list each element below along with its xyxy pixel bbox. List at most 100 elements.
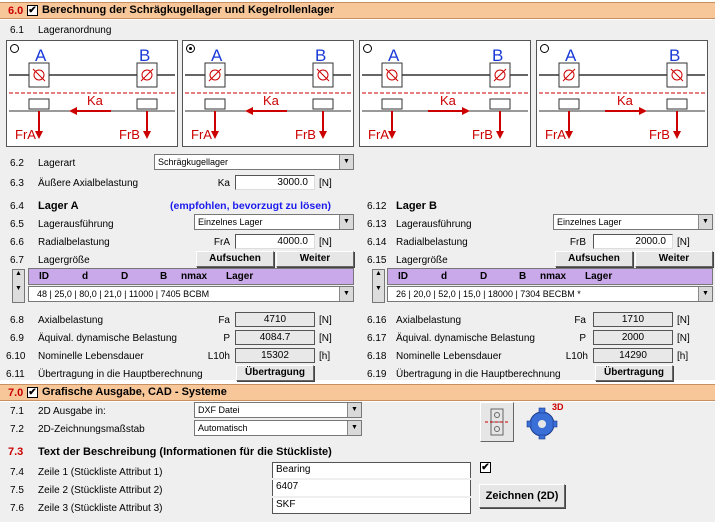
output-format-select[interactable]: DXF Datei▼	[194, 402, 362, 418]
search-button[interactable]: Aufsuchen	[555, 251, 633, 267]
col-B: B	[519, 271, 527, 282]
chevron-down-icon[interactable]: ▼	[339, 215, 353, 229]
col-id: ID	[39, 271, 49, 282]
axial-force-label: Ka	[263, 93, 280, 108]
symbol: P	[223, 333, 230, 344]
bearing-ball-icon	[141, 69, 153, 81]
bearing-b-design-select[interactable]: Einzelnes Lager▼	[553, 214, 713, 230]
row-label: Axialbelastung	[38, 315, 104, 326]
bearing-a-label: A	[35, 46, 47, 65]
axial-load-input[interactable]: 3000.0	[235, 175, 315, 190]
symbol: L10h	[565, 351, 588, 362]
arrangement-radio[interactable]	[540, 44, 549, 53]
table-header: ID d D B nmax Lager	[387, 268, 713, 285]
attribute-3-input[interactable]: SKF	[272, 498, 471, 514]
housing-section	[204, 98, 226, 110]
bearing-type-select[interactable]: Schrägkugellager▼	[154, 154, 354, 170]
bearing-a-label: A	[211, 46, 223, 65]
draw-option-checkbox[interactable]: ✔	[480, 462, 491, 473]
select-value: Automatisch	[198, 423, 248, 433]
row-label: Radialbelastung	[396, 237, 468, 248]
row-label: Radialbelastung	[38, 237, 110, 248]
radial-force-a-label: FrA	[191, 127, 212, 142]
transfer-button[interactable]: Übertragung	[595, 365, 673, 381]
transfer-button[interactable]: Übertragung	[236, 365, 314, 381]
contact-line	[493, 68, 507, 82]
result-value: 2000	[593, 330, 673, 345]
symbol: FrA	[213, 237, 230, 248]
row-number: 6.1	[10, 25, 24, 36]
row-label: Nominelle Lebensdauer	[396, 351, 502, 362]
row-number: 6.11	[6, 369, 25, 380]
arrow-up-icon[interactable]: ▲	[375, 270, 382, 277]
unit: [N]	[677, 333, 690, 344]
section-checkbox[interactable]: ✔	[27, 387, 38, 398]
row-number: 6.3	[10, 178, 24, 189]
row-label: Übertragung in die Hauptberechnung	[396, 369, 561, 380]
arrowhead-icon	[388, 131, 396, 139]
radial-load-a-input[interactable]: 4000.0	[235, 234, 315, 249]
scroll-spinner[interactable]: ▲▼	[372, 269, 385, 303]
row-label: Lagerausführung	[38, 219, 114, 230]
col-D: D	[480, 271, 488, 282]
row-label: Zeile 1 (Stückliste Attribut 1)	[38, 467, 163, 478]
arrangement-radio[interactable]	[363, 44, 372, 53]
col-id: ID	[398, 271, 408, 282]
radial-force-b-label: FrB	[119, 127, 140, 142]
chevron-down-icon[interactable]: ▼	[339, 287, 353, 301]
housing-section	[381, 98, 403, 110]
bearing-drawing-icon[interactable]	[480, 402, 514, 442]
col-d: d	[441, 271, 448, 282]
row-number: 7.5	[10, 485, 24, 496]
next-button[interactable]: Weiter	[635, 251, 713, 267]
row-number: 7.4	[10, 467, 24, 478]
chevron-down-icon[interactable]: ▼	[347, 421, 361, 435]
bearing-b-heading: Lager B	[396, 200, 437, 212]
chevron-down-icon[interactable]: ▼	[698, 287, 712, 301]
radial-force-a-label: FrA	[15, 127, 36, 142]
arrangement-radio[interactable]	[10, 44, 19, 53]
draw-2d-button[interactable]: Zeichnen (2D)	[479, 484, 565, 508]
symbol: Ka	[217, 178, 230, 189]
row-label: Äußere Axialbelastung	[38, 178, 139, 189]
contact-line	[670, 68, 684, 82]
row-label: Lageranordnung	[38, 25, 112, 36]
row-label: Lagerausführung	[396, 219, 472, 230]
chevron-down-icon[interactable]: ▼	[698, 215, 712, 229]
scroll-spinner[interactable]: ▲▼	[12, 269, 25, 303]
radial-load-b-input[interactable]: 2000.0	[593, 234, 673, 249]
arrow-down-icon[interactable]: ▼	[375, 285, 382, 292]
table-row[interactable]: 26 | 20,0 | 52,0 | 15,0 | 18000 | 7304 B…	[387, 286, 713, 302]
row-label: Lagergröße	[396, 255, 448, 266]
arrow-down-icon[interactable]: ▼	[15, 285, 22, 292]
gear-icon: 3D	[526, 402, 564, 440]
drawing-scale-select[interactable]: Automatisch ▼	[194, 420, 362, 436]
attribute-1-input[interactable]: Bearing	[272, 462, 471, 478]
search-button[interactable]: Aufsuchen	[196, 251, 274, 267]
description-heading: Text der Beschreibung (Informationen für…	[38, 446, 332, 458]
section-checkbox[interactable]: ✔	[27, 5, 38, 16]
next-button[interactable]: Weiter	[276, 251, 354, 267]
bearing-ball-icon	[494, 69, 506, 81]
chevron-down-icon[interactable]: ▼	[339, 155, 353, 169]
table-row[interactable]: 48 | 25,0 | 80,0 | 21,0 | 11000 | 7405 B…	[28, 286, 354, 302]
section-number: 7.0	[8, 387, 24, 399]
arrangement-radio[interactable]	[186, 44, 195, 53]
row-number: 6.15	[367, 255, 387, 266]
contact-line	[562, 68, 576, 82]
chevron-down-icon[interactable]: ▼	[347, 403, 361, 417]
gear-3d-icon[interactable]: 3D	[524, 400, 566, 440]
bearing-ball-icon	[33, 69, 45, 81]
attribute-2-input[interactable]: 6407	[272, 480, 471, 496]
arrow-up-icon[interactable]: ▲	[15, 270, 22, 277]
housing-section	[136, 98, 158, 110]
bearing-a-design-select[interactable]: Einzelnes Lager▼	[194, 214, 354, 230]
housing-section	[489, 98, 511, 110]
row-values: 48 | 25,0 | 80,0 | 21,0 | 11000 | 7405 B…	[37, 289, 210, 299]
